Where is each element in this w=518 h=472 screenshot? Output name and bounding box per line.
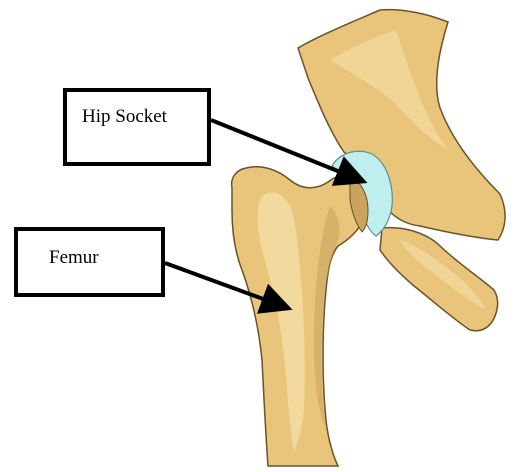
hip-socket-label: Hip Socket [82,107,167,126]
femur-label-box: Femur [14,227,165,297]
pelvis-bone [298,10,505,331]
femur-label: Femur [49,248,99,267]
pelvis-lower-ramus [380,228,498,331]
hip-socket-label-box: Hip Socket [63,88,211,166]
femur-bone [232,167,370,466]
